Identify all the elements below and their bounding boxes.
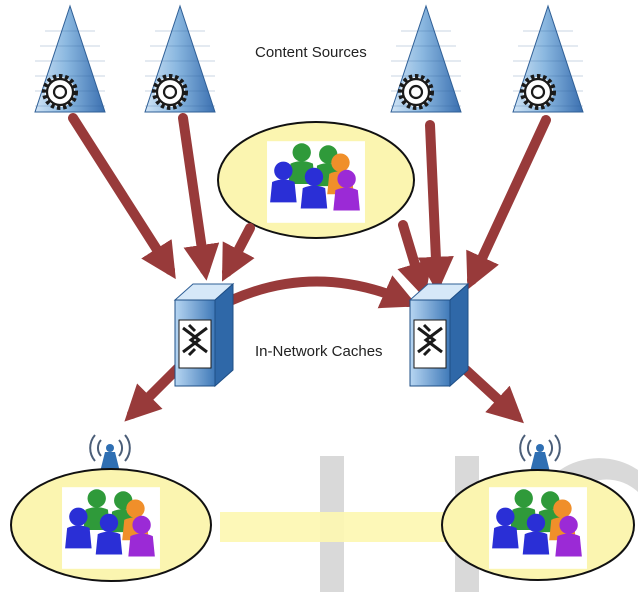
- antenna-right: [519, 434, 561, 473]
- arrow-source2-to-cache1: [178, 113, 220, 281]
- arrow-source1-to-cache1: [68, 113, 176, 280]
- antenna-left: [89, 434, 131, 473]
- left-user-cloud: [10, 468, 212, 582]
- content-source-1: [34, 5, 106, 113]
- antenna-icon: [519, 434, 561, 473]
- cache-switch-left: [173, 282, 235, 388]
- gear-icon: [155, 77, 185, 107]
- content-source-4: [512, 5, 584, 113]
- gear-icon: [45, 77, 75, 107]
- users-icon: [267, 141, 365, 223]
- users-icon: [62, 487, 160, 569]
- right-user-cloud: [441, 469, 635, 581]
- arrow-cloud-to-cache2: [397, 220, 432, 299]
- arrows: [68, 113, 551, 424]
- arrow-source4-to-cache2: [466, 115, 551, 290]
- top-user-cloud: [217, 121, 415, 239]
- users-icon: [489, 487, 587, 569]
- content-source-3: [390, 5, 462, 113]
- arrow-cache1-to-cache2: [227, 275, 418, 309]
- switch-icon: [173, 282, 235, 388]
- gear-icon: [523, 77, 553, 107]
- gear-icon: [401, 77, 431, 107]
- content-sources-label: Content Sources: [255, 44, 367, 61]
- arrow-source3-to-cache2: [417, 120, 454, 293]
- content-source-2: [144, 5, 216, 113]
- in-network-caches-label: In-Network Caches: [255, 343, 383, 360]
- antenna-icon: [89, 434, 131, 473]
- arrow-cache2-to-right-users: [461, 365, 524, 424]
- arrow-cloud-to-cache1: [221, 223, 255, 282]
- switch-icon: [408, 282, 470, 388]
- cache-switch-right: [408, 282, 470, 388]
